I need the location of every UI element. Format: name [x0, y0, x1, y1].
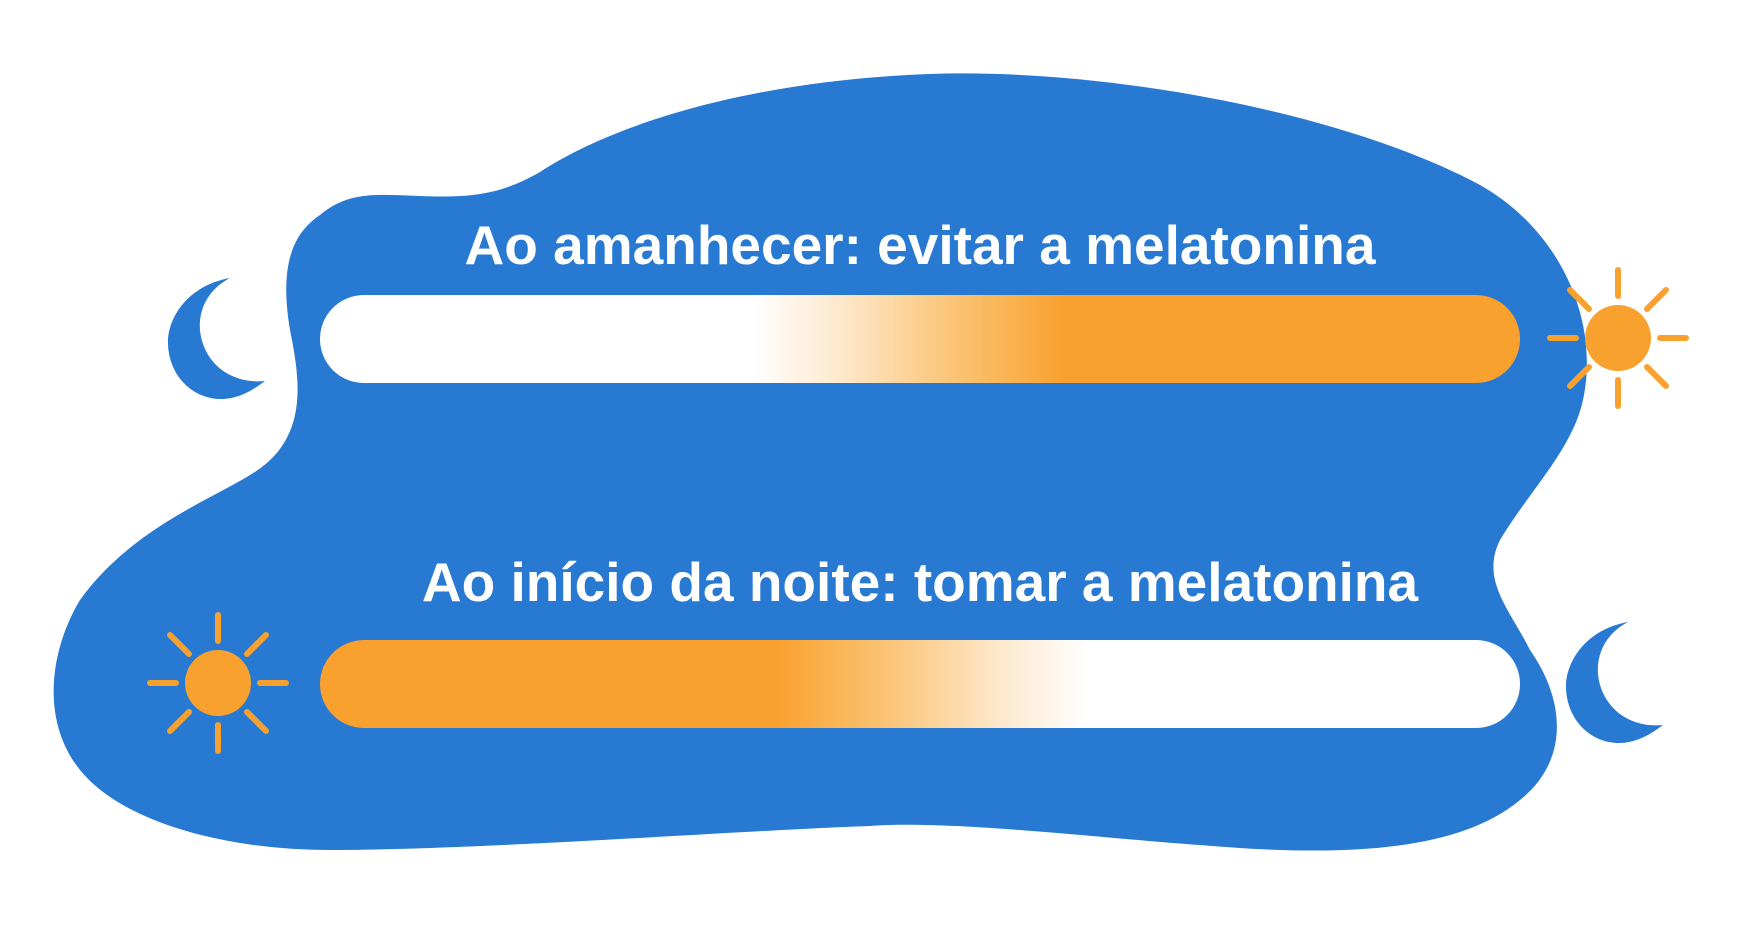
row-2-gradient-bar [320, 640, 1520, 728]
row-2-heading: Ao início da noite: tomar a melatonina [421, 551, 1419, 613]
row-1-heading: Ao amanhecer: evitar a melatonina [464, 214, 1376, 276]
moon-icon [167, 278, 265, 400]
sun-icon [1547, 267, 1689, 409]
sun-icon [147, 612, 289, 754]
moon-icon [1565, 622, 1663, 744]
row-1-gradient-bar [320, 295, 1520, 383]
